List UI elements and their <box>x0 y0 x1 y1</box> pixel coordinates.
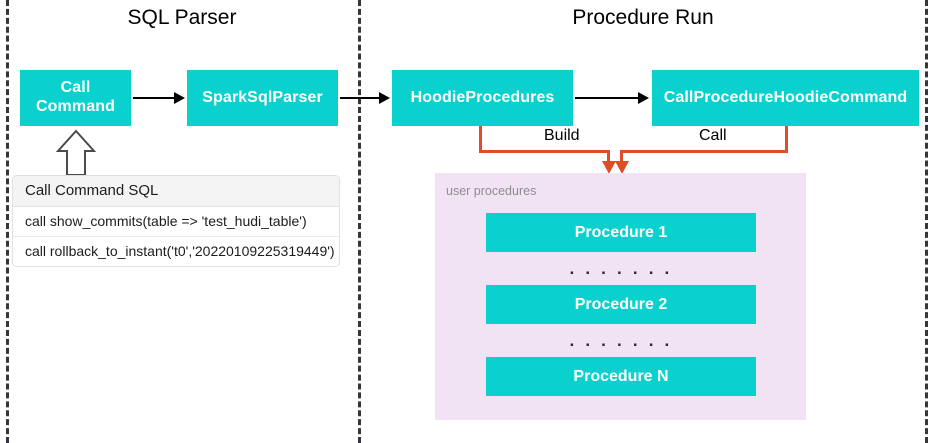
arrow-head-to-call-procedure-command <box>638 91 649 104</box>
sql-card-row: call rollback_to_instant('t0','202201092… <box>13 237 339 266</box>
section-title-sql-parser: SQL Parser <box>127 6 237 29</box>
arrow-head-to-hoodie-procedures <box>379 91 390 104</box>
node-hoodie-procedures[interactable]: HoodieProcedures <box>392 70 573 126</box>
procedure-item-label: Procedure N <box>573 367 669 385</box>
procedures-ellipsis: . . . . . . . <box>569 331 673 350</box>
procedure-item-n[interactable]: Procedure N <box>486 357 756 396</box>
edge-call-vertical-start <box>785 126 788 153</box>
sql-card-header: Call Command SQL <box>13 176 339 207</box>
edge-build-arrow-head <box>601 161 616 174</box>
edge-label-build: Build <box>539 127 585 145</box>
node-hoodie-procedures-label: HoodieProcedures <box>410 88 555 106</box>
node-call-procedure-hoodie-command-label: CallProcedureHoodieCommand <box>663 88 908 106</box>
procedures-ellipsis: . . . . . . . <box>569 259 673 278</box>
arrow-hoodie-procedures-to-call-procedure-command <box>575 97 639 99</box>
section-separator-right <box>925 0 928 443</box>
procedure-item-2[interactable]: Procedure 2 <box>486 285 756 324</box>
edge-build-vertical-end <box>607 150 610 164</box>
edge-build-horizontal <box>479 150 610 153</box>
node-call-command-label-line1: Call <box>60 79 91 97</box>
arrow-call-command-to-spark-sql-parser <box>133 97 175 99</box>
edge-label-call: Call <box>694 127 732 145</box>
node-call-command[interactable]: Call Command <box>20 70 131 126</box>
node-call-command-label-line2: Command <box>36 98 115 115</box>
call-command-sql-card: Call Command SQL call show_commits(table… <box>12 175 340 267</box>
arrow-spark-sql-parser-to-hoodie-procedures <box>340 97 380 99</box>
procedure-item-label: Procedure 1 <box>574 223 668 241</box>
edge-call-horizontal <box>620 150 788 153</box>
edge-build-vertical-start <box>479 126 482 153</box>
edge-call-arrow-head <box>614 161 629 174</box>
node-spark-sql-parser-label: SparkSqlParser <box>202 88 323 106</box>
node-call-procedure-hoodie-command[interactable]: CallProcedureHoodieCommand <box>652 70 919 126</box>
edge-call-vertical-end <box>620 150 623 164</box>
section-separator-left <box>6 0 9 443</box>
section-separator-middle <box>358 0 361 443</box>
procedure-item-label: Procedure 2 <box>574 295 668 313</box>
procedure-item-1[interactable]: Procedure 1 <box>486 213 756 252</box>
user-procedures-panel-label: user procedures <box>446 184 537 198</box>
arrow-head-to-spark-sql-parser <box>174 91 185 104</box>
hollow-up-arrow-icon <box>55 129 97 177</box>
section-title-procedure-run: Procedure Run <box>572 6 714 29</box>
node-spark-sql-parser[interactable]: SparkSqlParser <box>187 70 338 126</box>
sql-card-row: call show_commits(table => 'test_hudi_ta… <box>13 207 339 237</box>
